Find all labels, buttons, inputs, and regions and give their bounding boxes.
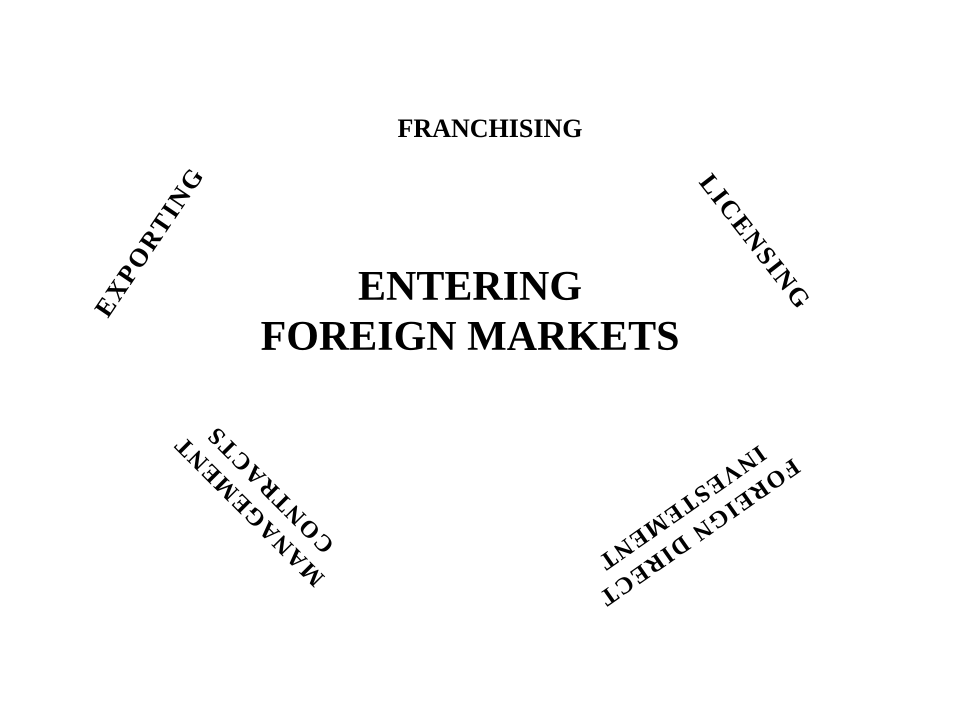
mode-management-line-2: CONTRACTS <box>201 420 340 559</box>
center-title-line-2: FOREIGN MARKETS <box>260 314 680 360</box>
center-title-line-1: ENTERING <box>357 264 583 310</box>
mode-franchising-label: FRANCHISING <box>330 114 650 144</box>
mode-management-contracts-label: MANAGEMENT CONTRACTS <box>140 380 380 620</box>
mode-fdi-line-2: INVESTEMENT <box>592 439 771 576</box>
mode-franchising-line-1: FRANCHISING <box>397 114 583 143</box>
mode-management-line-1: MANAGEMENT <box>169 430 330 591</box>
mode-foreign-direct-investment-label: FOREIGN DIRECT INVESTEMENT <box>550 409 830 630</box>
center-title: ENTERING FOREIGN MARKETS <box>180 262 760 362</box>
mode-fdi-line-1: FOREIGN DIRECT <box>593 452 805 612</box>
